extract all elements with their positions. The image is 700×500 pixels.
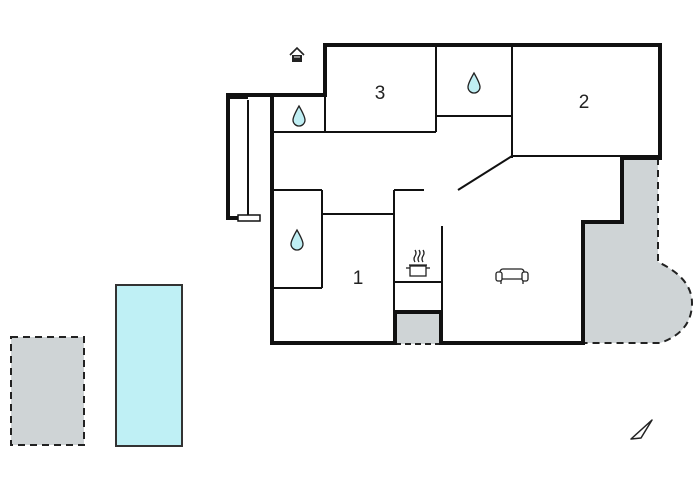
window-marker bbox=[237, 214, 261, 222]
room-label-1: 1 bbox=[353, 268, 364, 289]
wall-diagonal bbox=[457, 155, 513, 191]
swimming-pool bbox=[115, 284, 183, 447]
terrace-detached bbox=[10, 336, 85, 446]
terrace-right-edge bbox=[583, 158, 694, 344]
wall-outline-main bbox=[323, 43, 662, 345]
terrace-right bbox=[583, 158, 692, 343]
interior-walls bbox=[228, 45, 660, 343]
water-drop-icon bbox=[467, 71, 481, 94]
water-drop-icon bbox=[290, 228, 304, 251]
room-label-3: 3 bbox=[375, 83, 386, 104]
terraces bbox=[10, 158, 694, 446]
house-entrance-icon bbox=[289, 46, 305, 62]
cooking-pot-icon bbox=[406, 249, 430, 277]
room-label-2: 2 bbox=[579, 92, 590, 113]
wall-annex bbox=[226, 93, 272, 220]
sofa-icon bbox=[495, 268, 529, 284]
terrace-entry bbox=[395, 312, 441, 344]
wall-outline-west bbox=[270, 76, 397, 345]
north-arrow-icon bbox=[630, 419, 653, 440]
water-drop-icon bbox=[292, 104, 306, 127]
